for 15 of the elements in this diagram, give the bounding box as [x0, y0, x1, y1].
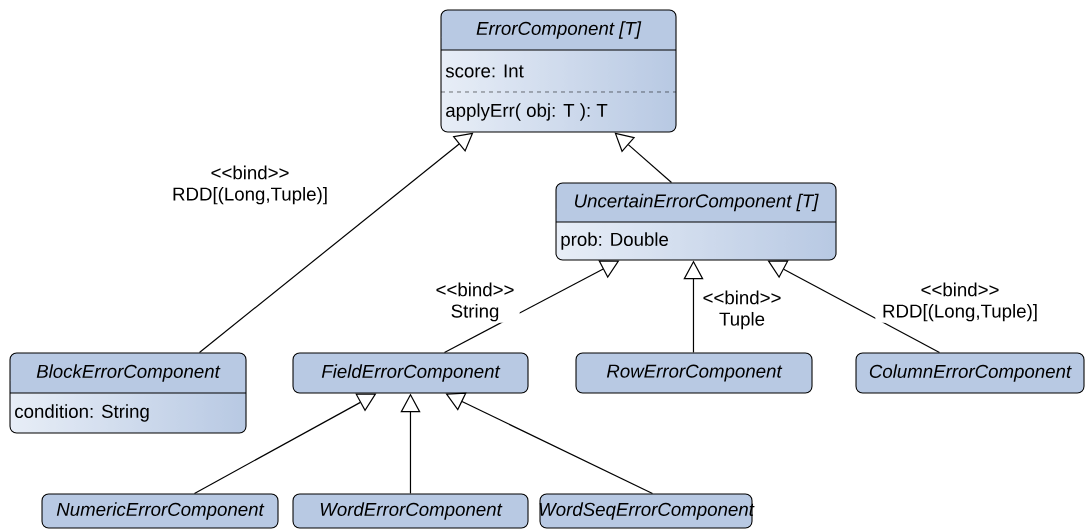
- edge-label: <<bind>> String: [430, 281, 520, 323]
- class-box: RowErrorComponent: [575, 352, 813, 394]
- class-box: UncertainErrorComponent [T] prob: Double: [555, 182, 837, 261]
- class-box: ErrorComponent [T] score: Int applyErr( obj: T ): T: [440, 9, 677, 133]
- class-box: WordSeqErrorComponent: [539, 493, 755, 529]
- edge-label: <<bind>> Tuple: [697, 289, 787, 331]
- class-box: NumericErrorComponent: [41, 493, 279, 529]
- class-box: ColumnErrorComponent: [855, 352, 1085, 394]
- class-box: FieldErrorComponent: [292, 352, 529, 394]
- generalization-arrow: [198, 132, 474, 354]
- class-box: BlockErrorComponent condition: String: [9, 352, 247, 434]
- edge-label: <<bind>> RDD[(Long,Tuple)]: [875, 281, 1045, 323]
- edge-label: <<bind>> RDD[(Long,Tuple)]: [165, 164, 335, 206]
- class-box: WordErrorComponent: [292, 493, 529, 529]
- generalization-arrow: [614, 132, 673, 184]
